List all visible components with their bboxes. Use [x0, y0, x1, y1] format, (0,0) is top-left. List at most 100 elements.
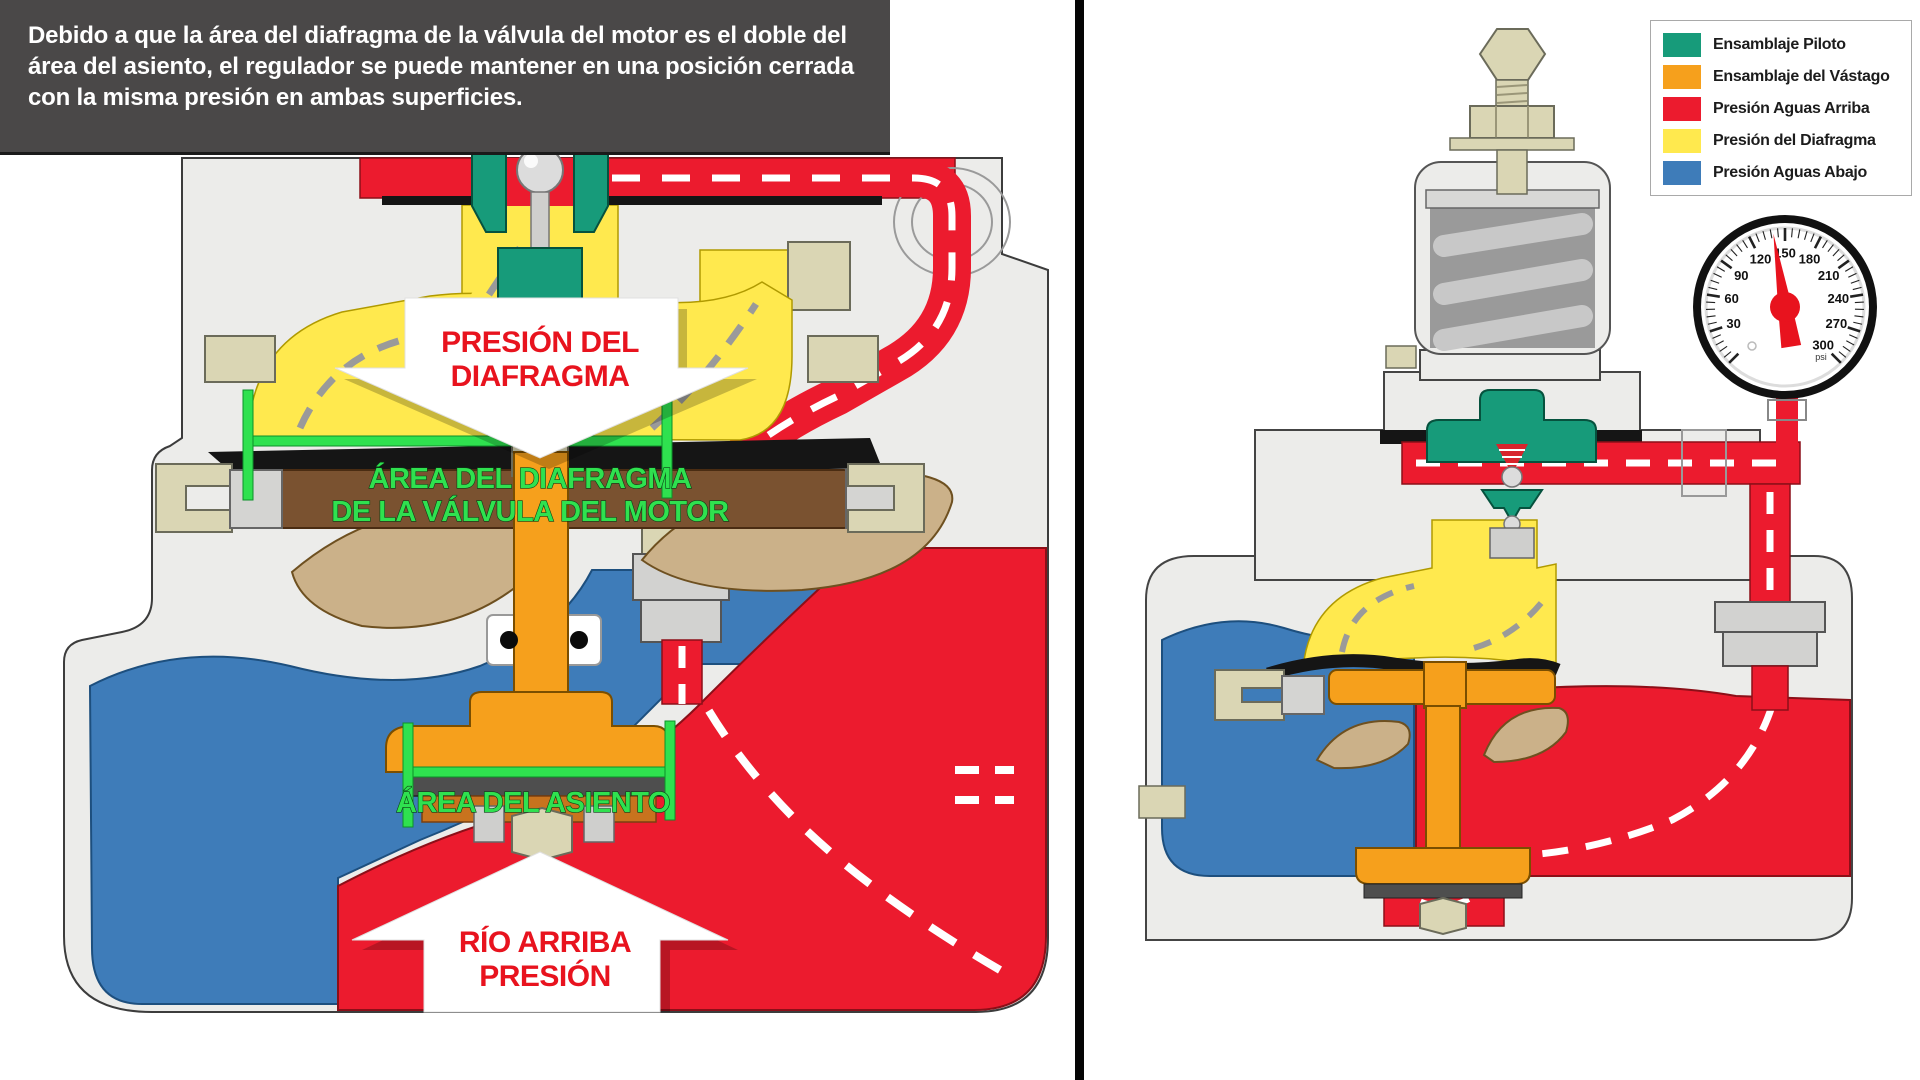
gauge-tick: [1709, 326, 1723, 333]
gauge-tick: [1710, 279, 1720, 284]
diaphragm-area-tick: [242, 389, 254, 501]
clamp-bracket: [847, 463, 925, 533]
oring-dot: [570, 631, 588, 649]
seat-area-label: ÁREA DEL ASIENTO: [396, 785, 670, 819]
oring-dot: [500, 631, 518, 649]
diaphragm-pressure-label-line2: DIAFRAGMA: [451, 360, 630, 393]
legend-item-label: Presión Aguas Abajo: [1713, 164, 1868, 181]
gauge-tick: [1846, 340, 1855, 346]
gauge-tick: [1720, 259, 1733, 270]
gauge-tick: [1827, 244, 1834, 253]
gauge-tick: [1777, 228, 1779, 238]
gauge-tick-label: 180: [1799, 251, 1821, 266]
pilot-spring-hatch: [1499, 449, 1525, 465]
legend-item-label: Presión Aguas Arriba: [1713, 100, 1870, 117]
gauge-tick: [1838, 351, 1847, 358]
gauge-tick: [1849, 334, 1858, 339]
spring-coils: [1433, 213, 1593, 351]
pilot-ball: [1501, 466, 1523, 488]
diaphragm-plate-left: [1315, 720, 1411, 770]
gauge-tick: [1769, 229, 1773, 239]
adjusting-bolt-shaft: [1496, 149, 1528, 195]
gauge-tick: [1762, 230, 1766, 240]
gauge-tick-label: 150: [1774, 246, 1796, 261]
seat-ring-dark: [1363, 883, 1523, 899]
legend-swatch: [1663, 161, 1701, 185]
caption-box: Debido a que la área del diafragma de la…: [0, 0, 890, 155]
gauge-tick: [1832, 249, 1840, 257]
pipe-outline-fitting: [1681, 429, 1727, 497]
seat-area-tick: [402, 722, 414, 828]
panel-divider: [1075, 0, 1084, 1080]
gauge-tick: [1854, 315, 1864, 318]
gauge-tick: [1706, 301, 1716, 304]
locknut-facets: [1495, 106, 1529, 138]
legend-item: Ensamblaje del Vástago: [1663, 65, 1899, 89]
gauge-tick-label: 240: [1827, 291, 1849, 306]
gauge-tick: [1755, 233, 1760, 243]
down-pipe-lower: [1751, 665, 1789, 711]
flange-bolt: [204, 335, 276, 383]
adjusting-washer: [1449, 137, 1575, 151]
seat-wing: [583, 805, 615, 843]
diaphragm-pressure-label-line1: PRESIÓN DEL: [441, 325, 639, 359]
gauge-tick: [1849, 293, 1864, 298]
adjusting-bolt-cap: [1478, 28, 1547, 81]
gauge-tick: [1716, 266, 1726, 272]
valve-disc-holder: [1355, 847, 1531, 885]
upstream-flow-dashes: [955, 766, 1014, 804]
gauge-tick: [1804, 230, 1808, 240]
gauge-tick: [1728, 352, 1740, 364]
gauge-tick: [1742, 240, 1748, 249]
diaphragm-area-label-line2: DE LA VÁLVULA DEL MOTOR: [331, 494, 729, 528]
upstream-flow-dashes: [702, 703, 1003, 974]
pilot-assembly: [1426, 389, 1597, 463]
gauge-stem-fitting: [1767, 399, 1807, 421]
valve-stem: [1425, 705, 1461, 849]
legend-item: Ensamblaje Piloto: [1663, 33, 1899, 57]
pipe-union-fitting: [640, 599, 722, 643]
seat-area-line: [407, 766, 671, 778]
pilot-assembly-lower: [1480, 489, 1544, 525]
stem-hub: [1423, 661, 1467, 709]
valve-disc-holder: [385, 691, 671, 773]
legend-swatch: [1663, 33, 1701, 57]
left-diagram-closed-regulator-detail: PRESIÓN DEL DIAFRAGMA ÁREA DEL DIAFRAGMA…: [63, 139, 1049, 1013]
caption-text: Debido a que la área del diafragma de la…: [28, 22, 854, 111]
legend-item-label: Ensamblaje Piloto: [1713, 36, 1846, 53]
gauge-tick: [1715, 340, 1724, 346]
legend-swatch: [1663, 97, 1701, 121]
gauge-tick: [1847, 326, 1861, 333]
legend-swatch: [1663, 129, 1701, 153]
legend-item-label: Presión del Diafragma: [1713, 132, 1876, 149]
gauge-tick: [1708, 286, 1718, 291]
pilot-spring-red: [1496, 444, 1528, 474]
gauge-tick-label: 210: [1818, 268, 1840, 283]
gauge-stem-pipe: [1776, 398, 1798, 450]
bonnet-joint-line: [382, 196, 882, 205]
legend-item-label: Ensamblaje del Vástago: [1713, 68, 1890, 85]
legend-item: Presión Aguas Arriba: [1663, 97, 1899, 121]
gauge-maker-mark: [1747, 341, 1757, 351]
flow-dash-gray: [1339, 583, 1545, 653]
gauge-tick: [1854, 301, 1864, 304]
channel-plug: [787, 241, 851, 311]
legend-swatch: [1663, 65, 1701, 89]
gauge-needle-hub: [1770, 292, 1800, 322]
flange-bolt: [1138, 785, 1186, 819]
clamp-cylinder: [1281, 675, 1325, 715]
gauge-tick: [1706, 315, 1716, 318]
gauge-tick-label: 300: [1812, 338, 1834, 353]
pilot-seat-fitting: [1489, 527, 1535, 559]
gauge-tick: [1813, 236, 1823, 249]
gauge-tick: [1723, 351, 1732, 358]
upstream-pressure-arrow: [351, 851, 729, 1013]
gauge-tick-label: 120: [1750, 251, 1772, 266]
gauge-tick-label: 60: [1724, 291, 1738, 306]
gauge-tick-label: 270: [1826, 316, 1848, 331]
gauge-tick: [1853, 321, 1863, 325]
